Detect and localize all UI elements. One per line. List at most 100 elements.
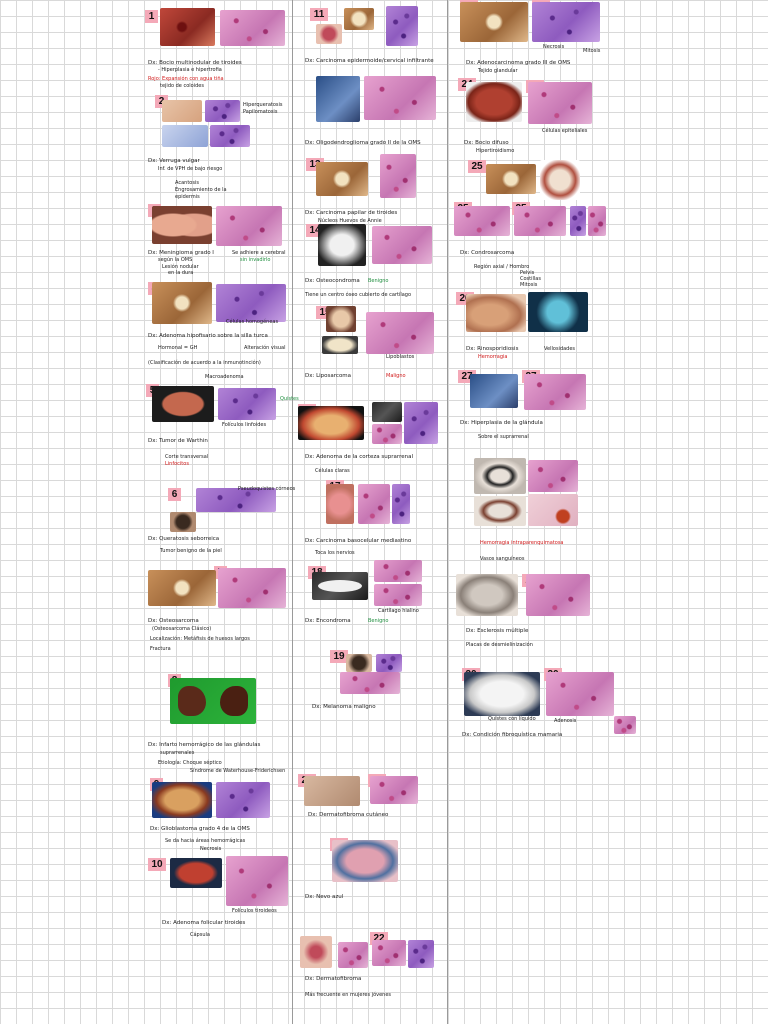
note: Benigno [368,278,389,284]
note: Corte transversal [165,454,209,460]
micro-photo [532,2,600,42]
gross-photo [298,406,364,440]
gross-photo [456,574,518,616]
micro-photo [392,484,410,524]
note: Benigno [368,618,389,624]
diagnosis: Dx: Bocio difuso [464,140,509,146]
note: Lipoblastos [386,354,415,360]
section-number: 10 [148,858,166,871]
micro-photo [332,840,398,882]
note: en la dura [168,270,194,276]
diagnosis: Dx: Carcinoma epidermoide/cervical infil… [305,58,434,64]
note: Pelvis [520,270,535,276]
diagnosis: Dx: Condrosarcoma [460,250,515,256]
note: Región axial / Hombro [474,264,530,270]
note: Hemorragia intraparenquimatosa [480,540,564,546]
micro-photo [514,206,566,236]
gross-photo [474,458,526,494]
section-number: 25 [468,160,486,173]
micro-photo [374,560,422,582]
micro-photo [528,292,588,332]
note: Macroadenoma [205,374,244,380]
note: Necrosis [200,846,222,852]
gross-photo [466,294,526,332]
gross-photo [162,100,202,122]
note: Quistes [280,396,299,402]
note: Etiología: Choque séptico [158,760,222,766]
section-number: 1 [145,10,158,23]
note: Vellosidades [544,346,576,352]
gross-photo [312,572,368,600]
note: Necrosis [543,44,565,50]
diagnosis: Dx: Adenocarcinoma grado III de OMS [466,60,571,66]
diagnosis: Dx: Melanoma maligno [312,704,376,710]
diagnosis: Dx: Nevo azul [305,894,344,900]
note: Células homogéneas [226,319,279,325]
note: Sobre el suprarrenal [478,434,529,440]
gross-photo [466,82,522,122]
gross-photo [316,162,368,196]
note: Localización: Metáfisis de huesos largos [150,636,250,642]
note: Se da hacia áreas hemorrágicas [165,838,246,844]
specimen [318,580,362,592]
diagnosis: Dx: Queratosis seborreica [148,536,220,542]
gross-photo [540,160,580,200]
note: Inf. de VPH de bajo riesgo [158,166,223,172]
gross-photo [152,282,212,324]
note: Núcleos Huevos de Annie [318,218,382,224]
note: Placas de desmielinización [466,642,533,648]
gross-photo [318,224,366,266]
micro-photo [570,206,586,236]
micro-photo [404,402,438,444]
gross-photo [170,678,256,724]
diagnosis: Dx: Bocio multinodular de tiroides [148,60,242,66]
section-number: 19 [330,650,348,663]
diagnosis: Dx: Carcinoma papilar de tiroides [305,210,398,216]
section-number: 11 [310,8,328,21]
micro-photo [372,226,432,264]
note: Engrosamiento de la [175,187,227,193]
note: Folículos linfoides [222,422,267,428]
micro-photo [216,284,286,322]
micro-photo [196,488,276,512]
micro-photo [588,206,606,236]
micro-photo [210,125,250,147]
note: Toca los nervios [315,550,355,556]
micro-photo [380,154,416,198]
gross-photo [316,24,342,44]
micro-photo [366,312,434,354]
column-divider-right [447,0,448,1024]
micro-photo [614,716,636,734]
diagnosis: Dx: Adenoma de la corteza suprarrenal [305,454,413,460]
gross-photo [344,8,374,30]
gross-photo [152,782,212,818]
micro-photo [524,374,586,410]
micro-photo [526,574,590,616]
micro-photo [358,484,390,524]
micro-photo [372,424,402,444]
micro-photo [454,206,510,236]
note: epidermis [175,194,200,200]
gross-photo [148,570,216,606]
note: Hemorragia [478,354,508,360]
note: Mitosis [583,48,601,54]
gross-photo [460,2,528,42]
note: Rojo: Expansión con agua tiña [148,76,224,82]
micro-photo [338,942,368,968]
note: tejido de coloides [160,83,204,89]
gross-photo [316,76,360,122]
micro-photo [364,76,436,120]
note: Folículos tiroideos [232,908,277,914]
note: Acantosis [175,180,199,186]
diagnosis: Dx: Oligodendroglioma grado II de la OMS [305,140,421,146]
note: Papilomatosis [243,109,278,115]
gross-photo [470,374,518,408]
micro-photo [226,856,288,906]
diagnosis: Dx: Rinosporidiosis [466,346,519,352]
gross-photo [170,512,196,532]
micro-photo [374,584,422,606]
section-number: 6 [168,488,181,501]
diagnosis: Dx: Meningioma grado I [148,250,214,256]
note: Tumor benigno de la piel [160,548,222,554]
micro-photo [340,672,400,694]
